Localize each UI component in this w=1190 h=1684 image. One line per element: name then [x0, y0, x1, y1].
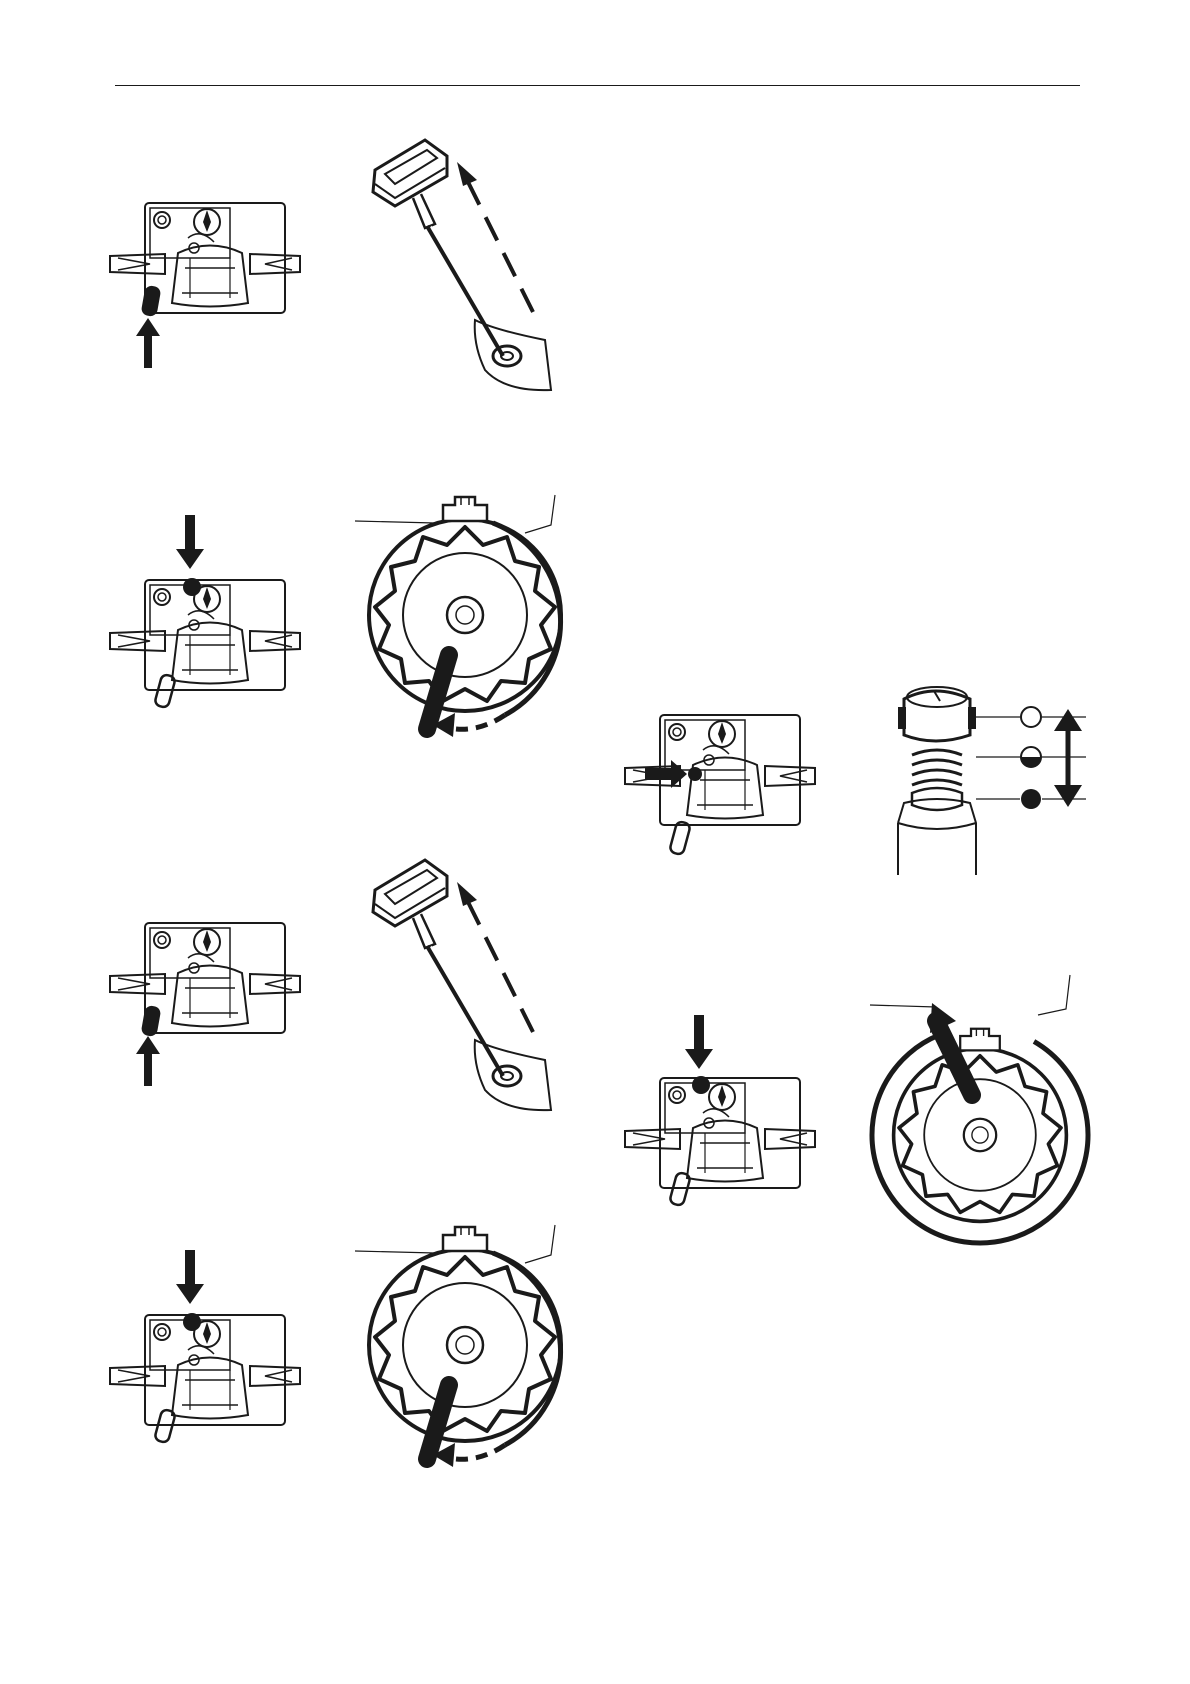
step3-starter-pull	[355, 860, 565, 1130]
step4-down-arrow-icon	[176, 1250, 204, 1304]
step1-carburetor	[110, 198, 310, 368]
step3-carburetor	[110, 918, 310, 1088]
header-rule	[115, 85, 1080, 86]
position-closed-icon	[1021, 789, 1041, 809]
step5-carburetor	[625, 710, 845, 880]
position-open-icon	[1021, 707, 1041, 727]
step2-carburetor	[110, 515, 340, 715]
step6-dial	[870, 985, 1100, 1235]
step1-up-arrow-icon	[136, 318, 160, 368]
step4-carburetor	[110, 1250, 340, 1450]
step4-dial	[355, 1225, 595, 1485]
step2-dial	[355, 495, 595, 755]
step2-down-arrow-icon	[176, 515, 204, 569]
step1-starter-pull	[355, 140, 565, 410]
step6-carburetor	[625, 1015, 855, 1215]
position-half-icon	[1021, 747, 1041, 767]
step6-down-arrow-icon	[685, 1015, 713, 1069]
step3-up-arrow-icon	[136, 1036, 160, 1086]
step5-plunger	[890, 675, 1090, 875]
